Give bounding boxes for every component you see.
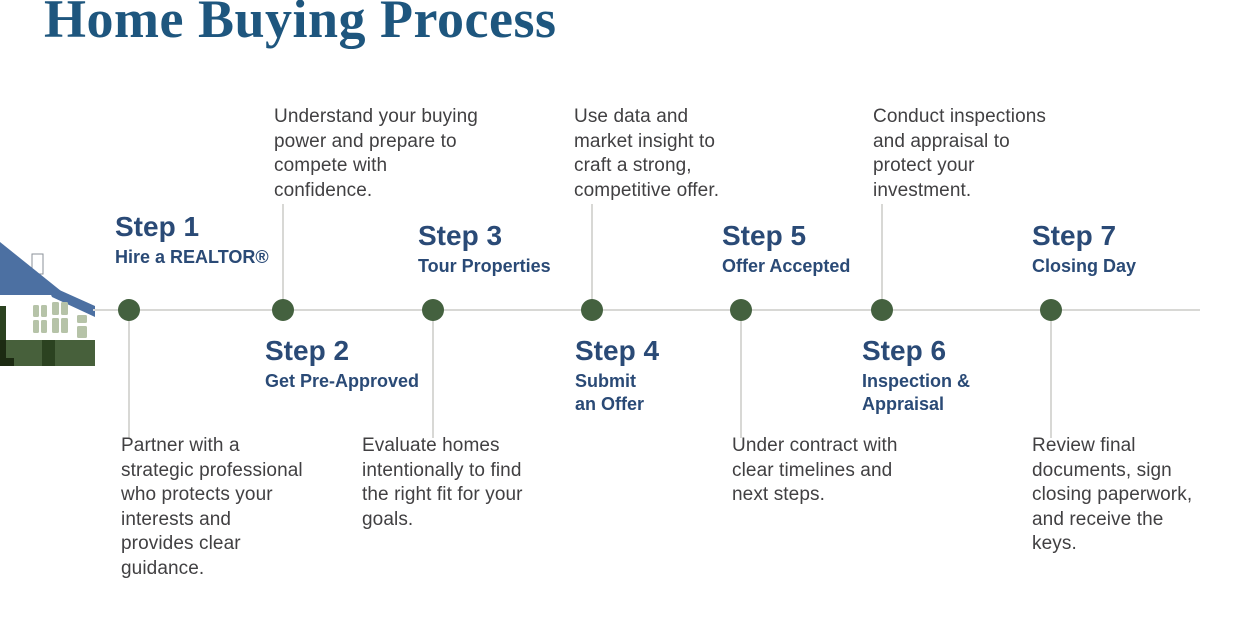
- step-6-description: Conduct inspections and appraisal to pro…: [873, 106, 1047, 201]
- page-title: Home Buying Process: [44, 0, 557, 49]
- step-4-label: Step 4 Submit an Offer: [575, 335, 659, 416]
- step-1-description: Partner with a strategic professional wh…: [121, 435, 303, 579]
- timeline-dot-step-3: [422, 299, 444, 321]
- step-7-label: Step 7 Closing Day: [1032, 220, 1136, 278]
- step-2-label: Step 2 Get Pre-Approved: [265, 335, 419, 393]
- connector-step-1: [128, 310, 130, 438]
- house-base-shadow: [42, 340, 55, 366]
- connector-step-6: [881, 204, 883, 310]
- connector-step-4: [591, 204, 593, 310]
- step-4-description: Use data and market insight to craft a s…: [574, 106, 720, 201]
- step-3-number: Step 3: [418, 220, 503, 251]
- step-1-label: Step 1 Hire a REALTOR®: [115, 211, 269, 269]
- step-2-description: Understand your buying power and prepare…: [274, 106, 478, 201]
- timeline-dot-step-4: [581, 299, 603, 321]
- house-extension-roof: [46, 284, 95, 317]
- house-windows: [33, 302, 87, 338]
- connector-step-5: [740, 310, 742, 438]
- step-1-number: Step 1: [115, 211, 200, 242]
- step-3-description: Evaluate homes intentionally to find the…: [362, 435, 523, 530]
- step-6-label: Step 6 Inspection & Appraisal: [862, 335, 970, 416]
- step-5-title: Offer Accepted: [722, 256, 851, 277]
- house-base-corner: [0, 340, 6, 366]
- step-7-title: Closing Day: [1032, 256, 1137, 277]
- step-3-title: Tour Properties: [418, 256, 551, 277]
- step-5-description: Under contract with clear timelines and …: [732, 435, 898, 505]
- connector-step-7: [1050, 310, 1052, 438]
- step-4-title: Submit an Offer: [575, 371, 645, 415]
- house-step: [0, 358, 14, 366]
- timeline-dot-step-7: [1040, 299, 1062, 321]
- house-icon: [0, 242, 95, 366]
- step-5-label: Step 5 Offer Accepted: [722, 220, 850, 278]
- step-7-description: Review final documents, sign closing pap…: [1032, 435, 1193, 554]
- timeline-dot-step-5: [730, 299, 752, 321]
- connector-step-2: [282, 204, 284, 310]
- timeline-dot-step-6: [871, 299, 893, 321]
- house-door: [0, 306, 6, 364]
- step-6-number: Step 6: [862, 335, 947, 366]
- step-4-number: Step 4: [575, 335, 660, 366]
- timeline-line: [93, 309, 1200, 311]
- step-5-number: Step 5: [722, 220, 807, 251]
- step-2-title: Get Pre-Approved: [265, 371, 420, 392]
- timeline-dot-step-1: [118, 299, 140, 321]
- timeline-dot-step-2: [272, 299, 294, 321]
- step-6-title: Inspection & Appraisal: [862, 371, 971, 415]
- house-roof: [0, 242, 66, 295]
- step-3-label: Step 3 Tour Properties: [418, 220, 551, 278]
- connector-step-3: [432, 310, 434, 438]
- step-7-number: Step 7: [1032, 220, 1117, 251]
- step-2-number: Step 2: [265, 335, 350, 366]
- step-1-title: Hire a REALTOR®: [115, 247, 269, 268]
